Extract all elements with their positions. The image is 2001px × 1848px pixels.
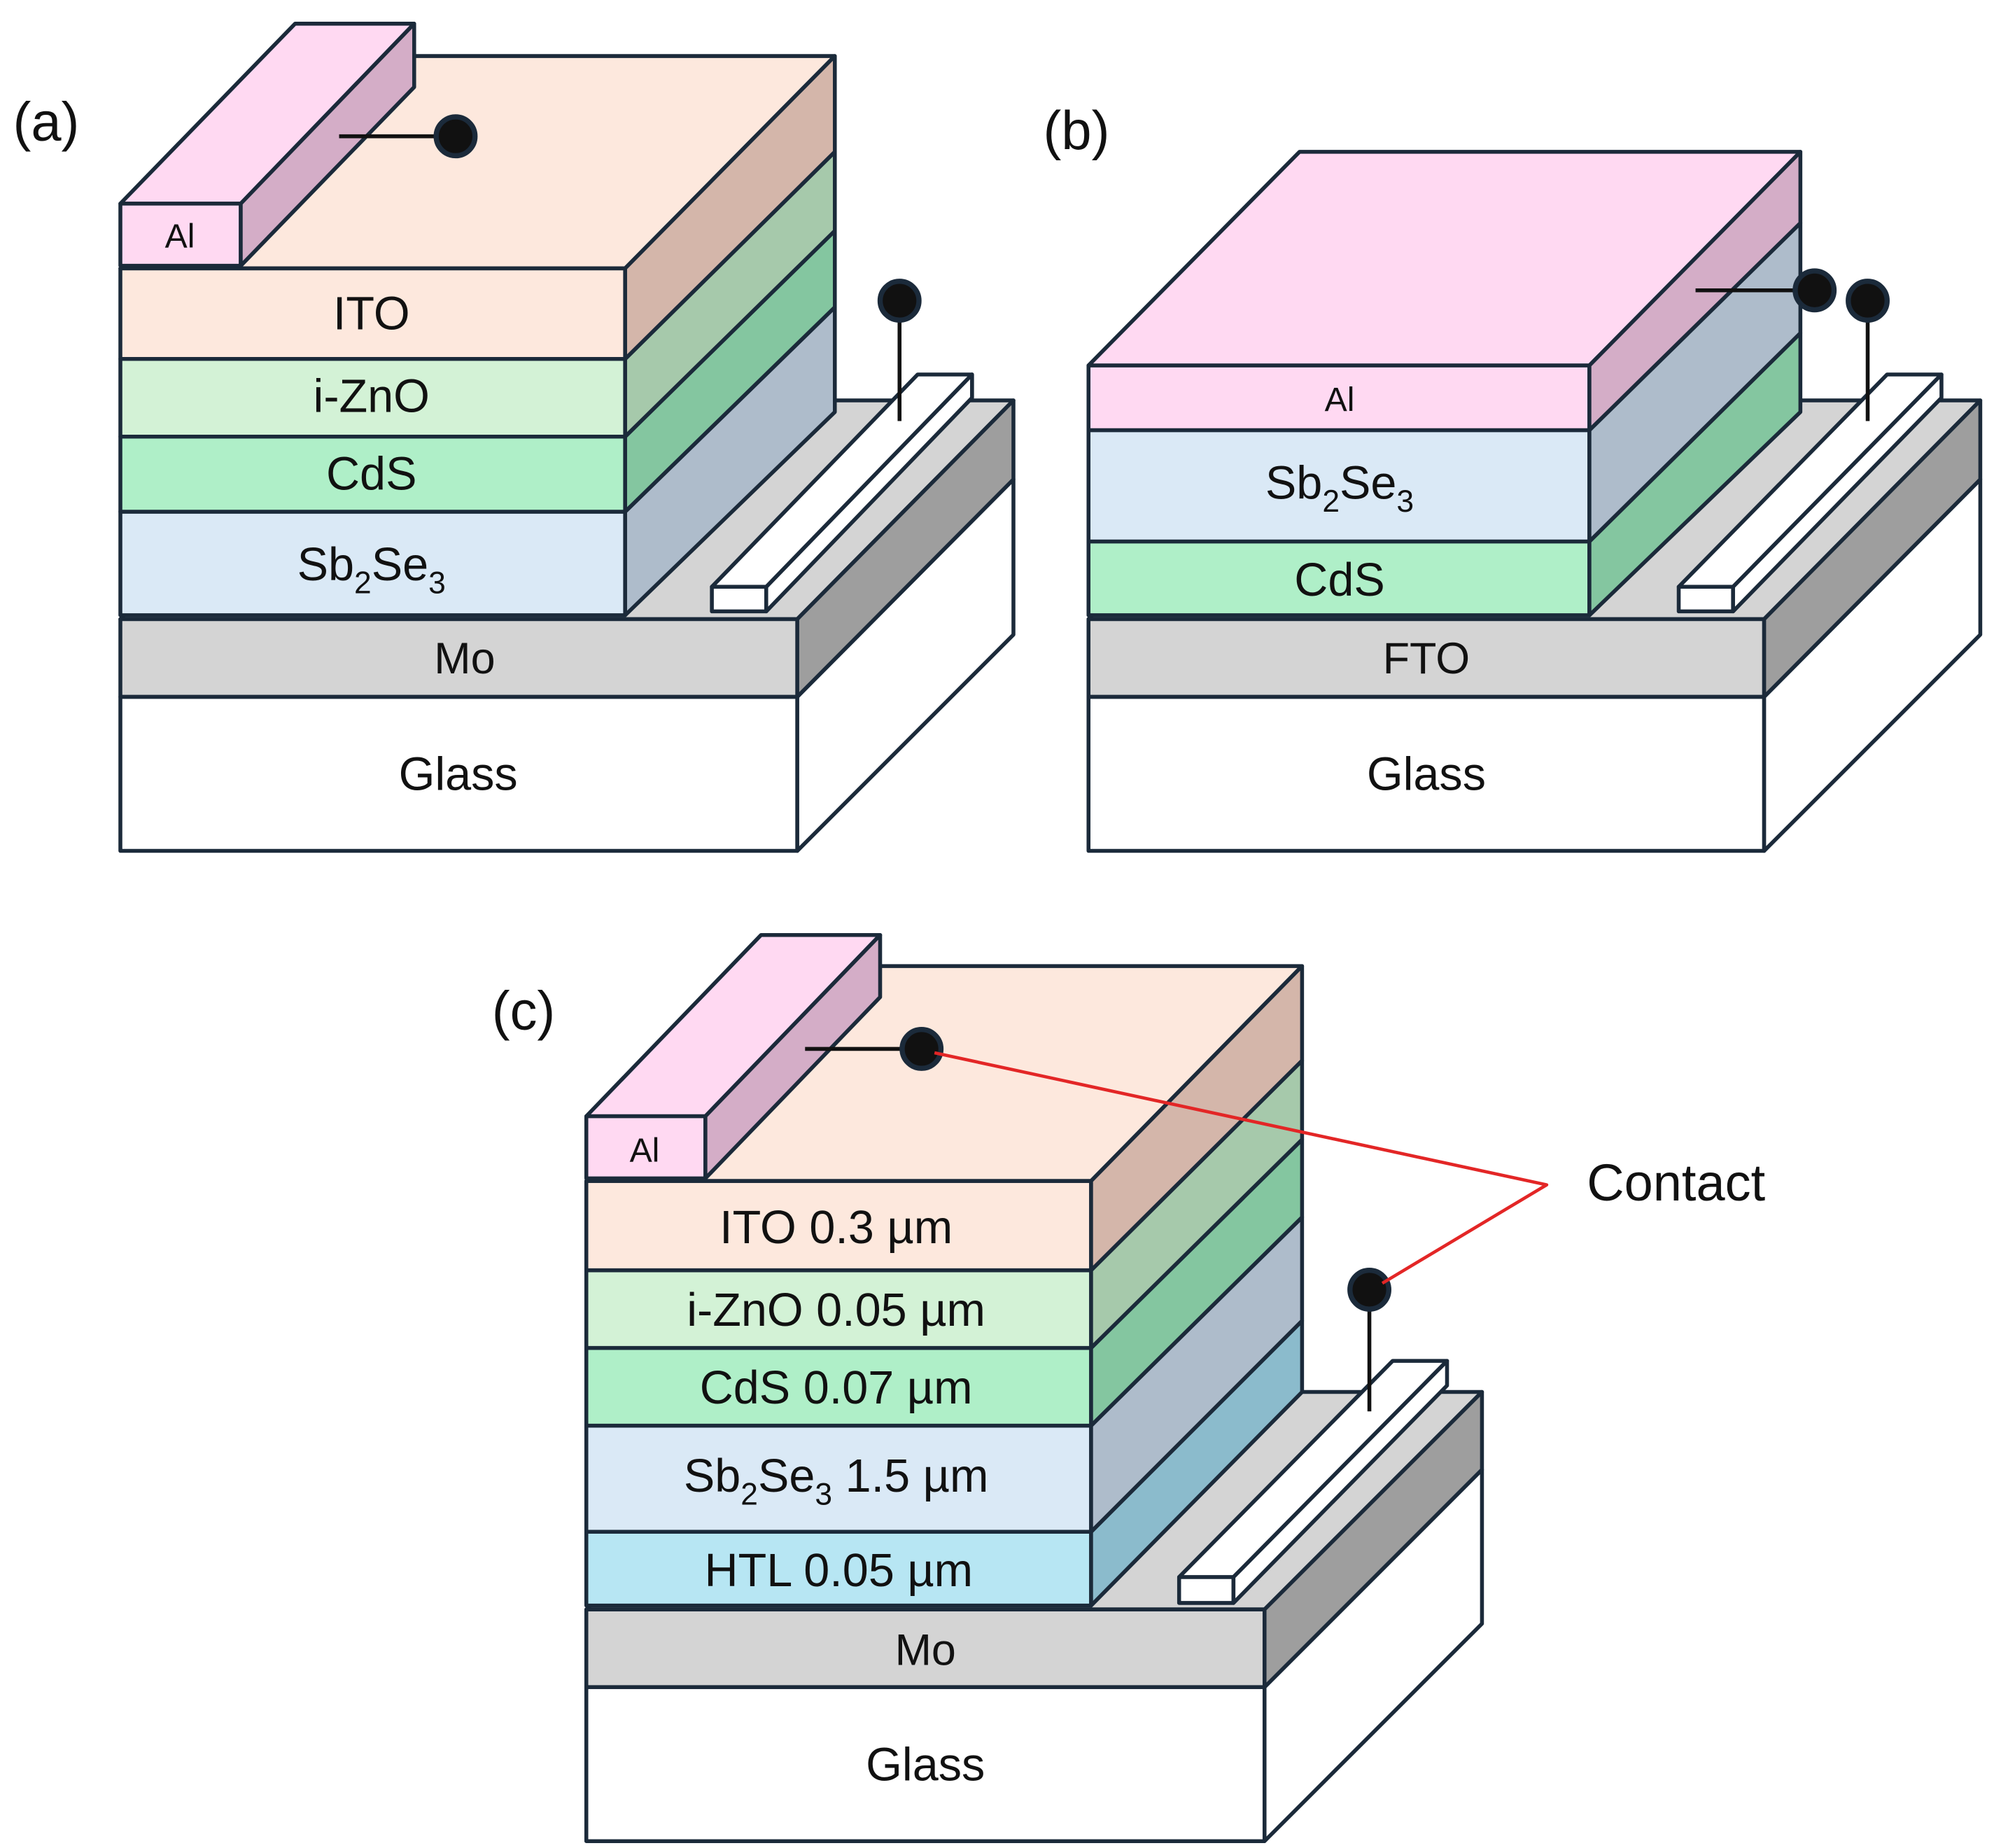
svg-text:i-ZnO 0.05 µm: i-ZnO 0.05 µm (687, 1284, 985, 1336)
svg-text:Mo: Mo (895, 1626, 956, 1675)
al-finger-a: Al (118, 22, 416, 268)
svg-text:CdS 0.07 µm: CdS 0.07 µm (700, 1362, 973, 1414)
contact-dot-a-top (433, 114, 478, 159)
back-contact-strip-c (1177, 1359, 1449, 1605)
svg-text:Glass: Glass (1367, 749, 1486, 801)
back-contact-strip-b (1676, 372, 1944, 614)
contact-dot-b-top (1792, 268, 1837, 313)
layer-sbse-a: Sb2Se3 (118, 510, 627, 617)
panel-c: (c) Glass Mo HTL 0.05 µm Sb2Se3 1.5 µm (492, 932, 1766, 1843)
layer-glass-b: Glass (1086, 477, 1983, 853)
svg-text:Al: Al (630, 1131, 660, 1169)
panel-label-c: (c) (492, 981, 556, 1042)
layer-sbse-c: Sb2Se3 1.5 µm (584, 1423, 1093, 1534)
layer-cds-a: CdS (118, 434, 627, 514)
svg-text:Glass: Glass (866, 1739, 985, 1791)
svg-text:HTL 0.05 µm: HTL 0.05 µm (705, 1545, 974, 1597)
svg-text:Sb2Se3: Sb2Se3 (1265, 458, 1414, 519)
contact-dot-a-back (877, 279, 922, 323)
svg-text:CdS: CdS (1294, 554, 1385, 606)
layer-glass-a: Glass (118, 477, 1016, 853)
svg-text:CdS: CdS (326, 449, 417, 500)
svg-text:i-ZnO: i-ZnO (314, 371, 430, 423)
layer-izno-c: i-ZnO 0.05 µm (584, 1268, 1093, 1350)
layer-htl-c: HTL 0.05 µm (584, 1530, 1093, 1608)
svg-text:Al: Al (165, 218, 195, 255)
svg-text:Sb2Se3 1.5 µm: Sb2Se3 1.5 µm (684, 1450, 989, 1511)
panel-label-b: (b) (1044, 101, 1110, 161)
panel-label-a: (a) (13, 92, 79, 152)
al-finger-c: Al (584, 932, 883, 1181)
panel-b: (b) Glass FTO CdS Sb2Se3 (1044, 101, 1983, 853)
panel-a: (a) Glass Mo Sb2Se3 CdS (13, 22, 1016, 853)
contact-dot-b-back (1846, 279, 1890, 323)
svg-text:ITO: ITO (333, 288, 410, 340)
svg-text:Mo: Mo (434, 634, 495, 683)
layer-glass-c: Glass (584, 1467, 1484, 1843)
layer-izno-a: i-ZnO (118, 357, 627, 439)
svg-text:ITO 0.3 µm: ITO 0.3 µm (719, 1202, 953, 1254)
layer-cds-c: CdS 0.07 µm (584, 1345, 1093, 1428)
back-contact-strip-a (710, 372, 974, 614)
layer-sbse-b: Sb2Se3 (1086, 428, 1592, 544)
contact-dot-c-back (1347, 1267, 1391, 1312)
contact-dot-c-top (899, 1027, 944, 1071)
svg-text:Glass: Glass (399, 749, 518, 801)
layer-al-b: Al (1086, 150, 1803, 433)
svg-text:Sb2Se3: Sb2Se3 (297, 539, 446, 600)
contact-callout-label: Contact (1587, 1154, 1765, 1212)
layer-cds-b: CdS (1086, 539, 1592, 617)
svg-text:FTO: FTO (1383, 634, 1470, 683)
svg-text:Al: Al (1325, 381, 1355, 419)
contact-callout: Contact (934, 1051, 1766, 1285)
